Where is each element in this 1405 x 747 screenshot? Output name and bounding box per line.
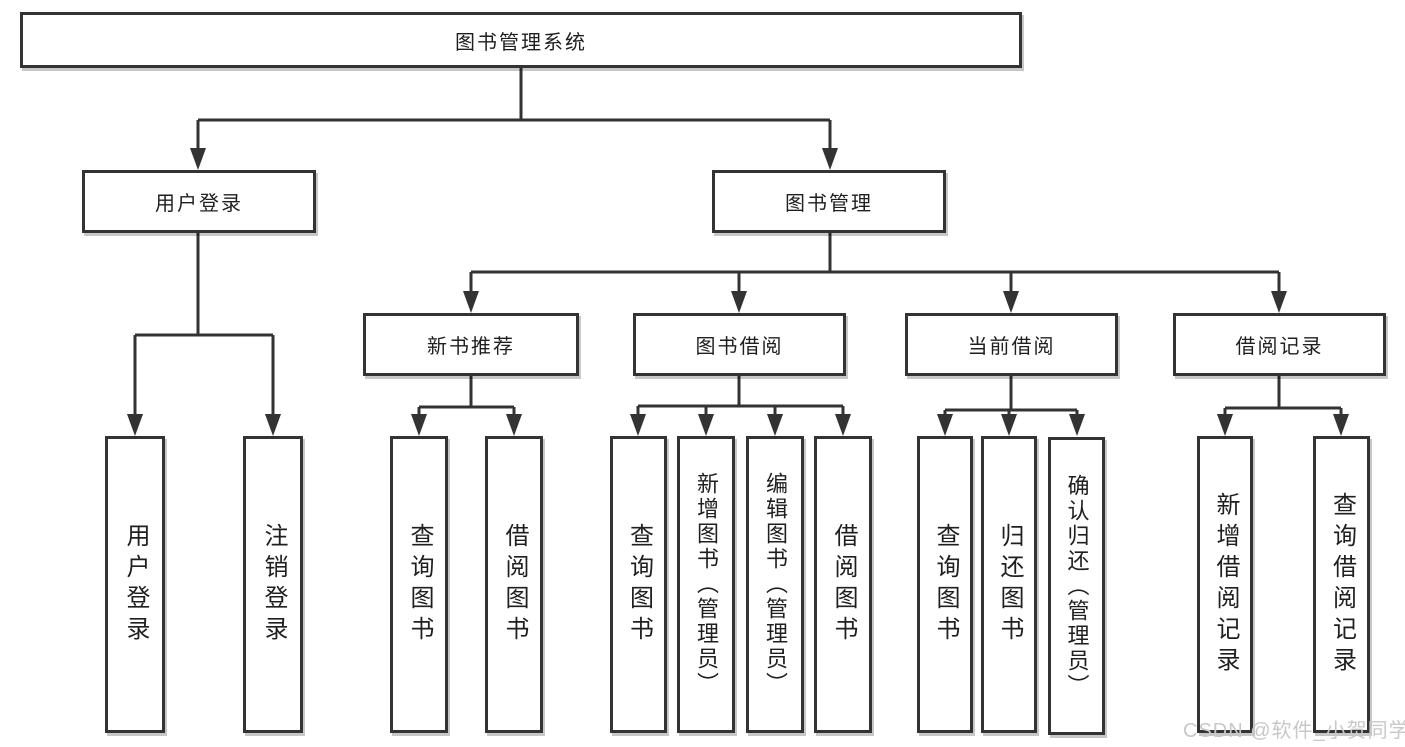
leaf-add-borrow-record: 新增借阅记录: [1197, 436, 1253, 733]
node-label: 查询图书: [625, 522, 653, 647]
leaf-return-book: 归还图书: [981, 436, 1037, 733]
leaf-borrow-books: 借阅图书: [814, 436, 872, 733]
node-label: 查询借阅记录: [1328, 491, 1356, 678]
node-label: 新增借阅记录: [1212, 491, 1239, 678]
leaf-query-books-recommend: 查询图书: [390, 436, 448, 733]
node-label: 图书管理: [785, 193, 873, 215]
node-label: 借阅图书: [501, 522, 528, 647]
node-user-login: 用户登录: [82, 170, 316, 233]
leaf-logout: 注销登录: [243, 436, 303, 733]
node-label: 借阅图书: [830, 522, 857, 647]
leaf-query-borrow-record: 查询借阅记录: [1313, 436, 1370, 733]
leaf-add-book-admin: 新增图书（管理员）: [677, 436, 735, 733]
leaf-query-books-current: 查询图书: [917, 436, 973, 733]
node-book-borrow: 图书借阅: [633, 313, 846, 376]
node-label: 用户登录: [155, 193, 243, 215]
node-label: 编辑图书（管理员）: [763, 472, 788, 697]
node-label: 图书管理系统: [455, 31, 587, 54]
node-label: 注销登录: [260, 522, 287, 647]
node-label: 当前借阅: [967, 336, 1056, 358]
leaf-borrow-books-recommend: 借阅图书: [485, 436, 543, 733]
watermark-text: CSDN @软件_小贺同学: [1183, 720, 1405, 742]
node-label: 用户登录: [122, 522, 149, 647]
node-label: 新增图书（管理员）: [694, 472, 719, 697]
node-new-book-recommend: 新书推荐: [363, 313, 579, 376]
node-borrow-records: 借阅记录: [1173, 313, 1386, 376]
node-label: 借阅记录: [1235, 336, 1324, 358]
node-label: 查询图书: [932, 522, 959, 647]
node-book-management: 图书管理: [712, 170, 946, 233]
node-label: 图书借阅: [695, 336, 784, 358]
leaf-query-books-borrow: 查询图书: [610, 436, 667, 733]
leaf-user-login: 用户登录: [105, 436, 165, 733]
node-current-borrow: 当前借阅: [905, 313, 1118, 376]
leaf-edit-book-admin: 编辑图书（管理员）: [746, 436, 804, 733]
node-library-management-system: 图书管理系统: [20, 12, 1022, 68]
leaf-confirm-return-admin: 确认归还（管理员）: [1048, 437, 1105, 735]
node-label: 归还图书: [996, 522, 1023, 647]
node-label: 查询图书: [406, 522, 433, 647]
node-label: 新书推荐: [427, 336, 515, 358]
node-label: 确认归还（管理员）: [1064, 473, 1090, 699]
